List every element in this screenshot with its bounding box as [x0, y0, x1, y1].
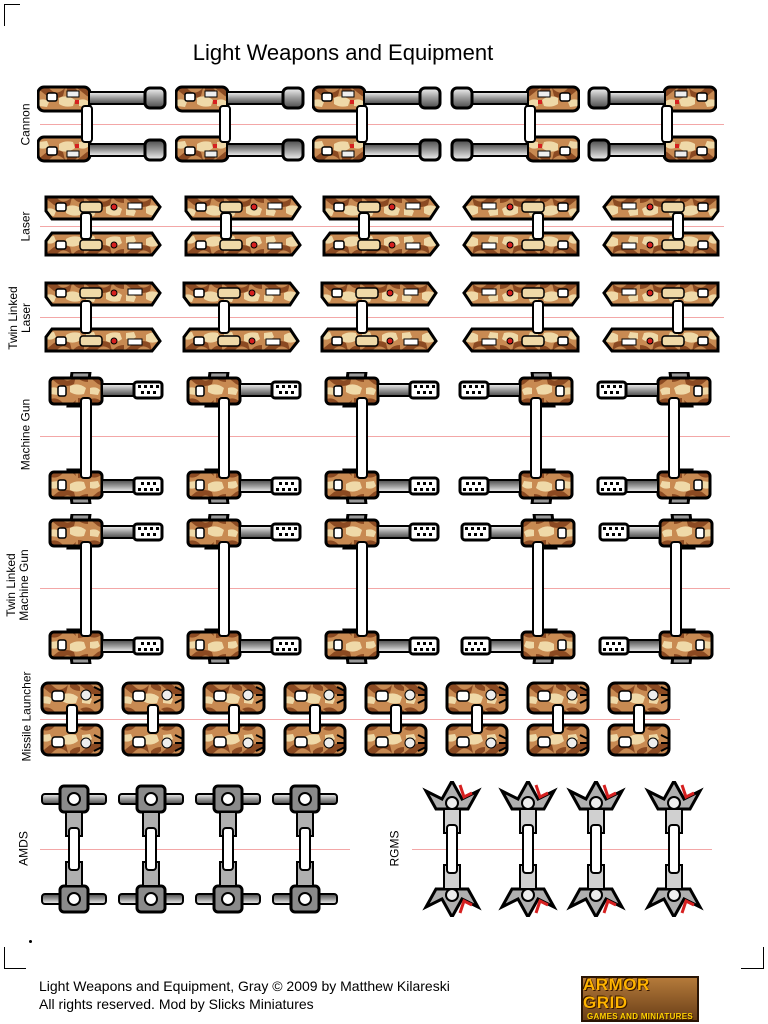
machine-gun-counter	[594, 372, 712, 504]
crop-mark-bottom-left-h	[4, 968, 26, 969]
twin-linked-machine-gun-counter	[456, 514, 576, 664]
reference-line	[40, 317, 724, 318]
twin-linked-machine-gun-counter	[186, 514, 306, 664]
twin-linked-machine-gun-counter	[48, 514, 168, 664]
cannon-counter	[312, 84, 442, 164]
machine-gun-counter	[324, 372, 442, 504]
logo-line-1: ARMOR GRID	[583, 975, 650, 1012]
armor-grid-logo: ARMOR GRID GAMES AND MINIATURES	[581, 976, 699, 1022]
missile-launcher-counter	[526, 681, 590, 757]
laser-counter	[44, 193, 162, 259]
footer-copyright: Light Weapons and Equipment, Gray © 2009…	[39, 977, 450, 1013]
row-label-twin-linked-laser: Twin Linked Laser	[6, 278, 33, 358]
crop-mark-top-left-h	[4, 4, 20, 5]
amds-counter	[271, 784, 339, 914]
machine-gun-counter	[48, 372, 166, 504]
crop-mark-bottom-right-h	[741, 968, 763, 969]
reference-line	[40, 849, 350, 850]
cannon-counter	[450, 84, 580, 164]
twin-linked-laser-counter	[44, 279, 162, 355]
row-label-line: Machine Gun	[18, 398, 33, 471]
machine-gun-counter	[186, 372, 304, 504]
missile-launcher-counter	[607, 681, 671, 757]
laser-counter	[462, 193, 580, 259]
twin-linked-laser-counter	[182, 279, 300, 355]
reference-line	[40, 588, 730, 589]
row-label-line: Laser	[18, 211, 33, 242]
row-label-machine-gun: Machine Gun	[18, 387, 33, 483]
rgms-counter	[494, 781, 562, 917]
row-label-line: AMDS	[16, 831, 31, 866]
row-label-cannon: Cannon	[18, 90, 33, 160]
row-label-amds: AMDS	[16, 824, 31, 874]
twin-linked-machine-gun-counter	[324, 514, 444, 664]
reference-line	[40, 436, 730, 437]
amds-counter	[117, 784, 185, 914]
twin-linked-laser-counter	[602, 279, 720, 355]
row-label-line: RGMS	[387, 830, 402, 867]
rgms-counter	[640, 781, 708, 917]
twin-linked-laser-counter	[320, 279, 438, 355]
crop-mark-bottom-left-v	[4, 947, 5, 969]
missile-launcher-counter	[121, 681, 185, 757]
laser-counter	[322, 193, 440, 259]
row-label-missile-launcher: Missile Launcher	[19, 657, 34, 777]
missile-launcher-counter	[40, 681, 104, 757]
reference-line	[412, 849, 712, 850]
cannon-counter	[587, 84, 717, 164]
sheet-title: Light Weapons and Equipment	[192, 40, 494, 65]
registration-dot	[29, 940, 32, 943]
crop-mark-bottom-right-v	[763, 947, 764, 969]
laser-counter	[602, 193, 720, 259]
crop-mark-top-left-v	[4, 4, 5, 26]
row-label-line: Machine Gun	[17, 549, 31, 621]
missile-launcher-counter	[445, 681, 509, 757]
reference-line	[40, 124, 724, 125]
amds-counter	[40, 784, 108, 914]
row-label-line: Missile Launcher	[19, 671, 34, 762]
row-label-line: Cannon	[18, 103, 33, 146]
missile-launcher-counter	[283, 681, 347, 757]
twin-linked-laser-counter	[462, 279, 580, 355]
laser-counter	[184, 193, 302, 259]
row-label-rgms: RGMS	[387, 824, 402, 874]
row-label-twin-linked-machine-gun: Twin Linked Machine Gun	[4, 537, 31, 633]
missile-launcher-counter	[202, 681, 266, 757]
footer-line-1: Light Weapons and Equipment, Gray © 2009…	[39, 978, 450, 994]
twin-linked-machine-gun-counter	[594, 514, 714, 664]
amds-counter	[194, 784, 262, 914]
cannon-counter	[175, 84, 305, 164]
logo-line-2: GAMES AND MINIATURES	[587, 1012, 693, 1021]
row-label-line: Laser	[19, 302, 33, 334]
rgms-counter	[562, 781, 630, 917]
machine-gun-counter	[456, 372, 574, 504]
row-label-laser: Laser	[18, 192, 33, 262]
cannon-counter	[37, 84, 167, 164]
reference-line	[40, 719, 680, 720]
reference-line	[40, 226, 724, 227]
missile-launcher-counter	[364, 681, 428, 757]
footer-line-2: All rights reserved. Mod by Slicks Minia…	[39, 996, 314, 1012]
rgms-counter	[418, 781, 486, 917]
